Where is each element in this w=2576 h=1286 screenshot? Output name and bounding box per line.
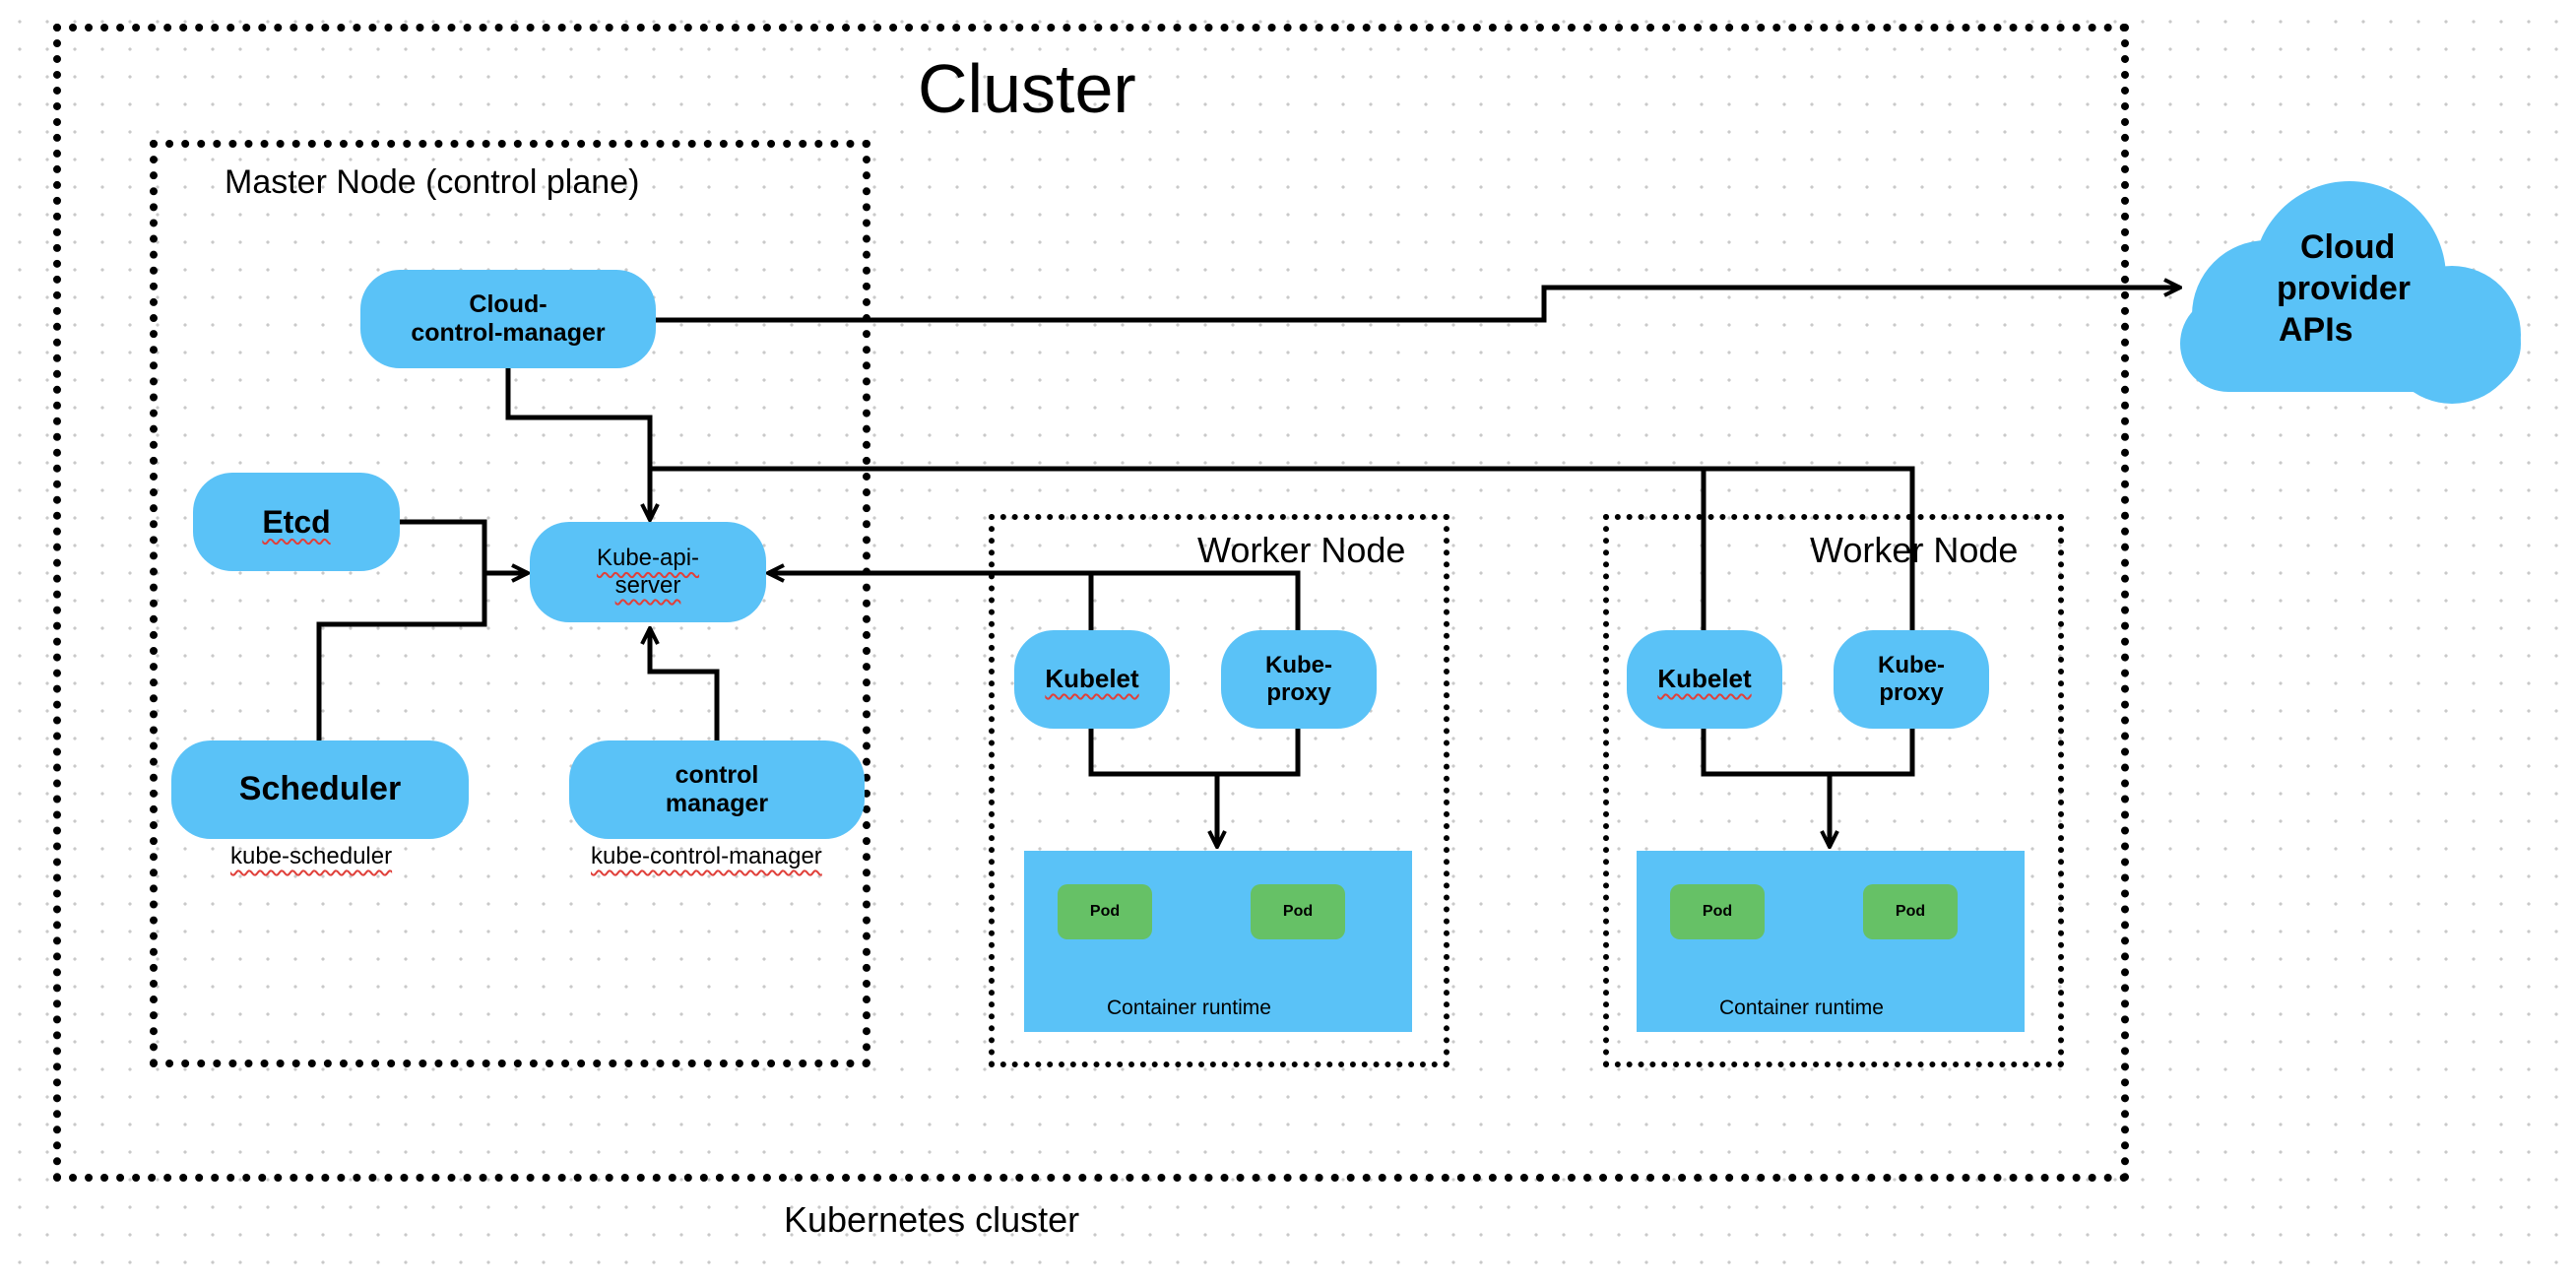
kube-proxy-1: Kube-proxy xyxy=(1221,630,1377,729)
line-cm-to-api xyxy=(650,628,720,740)
scheduler-caption: kube-scheduler xyxy=(230,843,393,869)
worker-node-boundary-2 xyxy=(1603,514,2064,1067)
container-runtime-label-1: Container runtime xyxy=(1107,997,1271,1019)
pod-2-1: Pod xyxy=(1670,884,1765,939)
line-scheduler-to-api xyxy=(316,573,487,740)
line-etcd-to-api xyxy=(400,519,528,573)
pod-2-2: Pod xyxy=(1863,884,1958,939)
control-manager-caption: kube-control-manager xyxy=(591,843,822,869)
container-runtime-1 xyxy=(1024,851,1412,1032)
line-worker1-to-runtime xyxy=(1088,729,1301,777)
kubelet-2: Kubelet xyxy=(1627,630,1782,729)
line-worker2-to-runtime xyxy=(1701,729,1915,777)
pod-1-2: Pod xyxy=(1251,884,1345,939)
pod-1-1: Pod xyxy=(1058,884,1152,939)
worker-node-title-1: Worker Node xyxy=(1197,530,1406,570)
kubelet-1: Kubelet xyxy=(1014,630,1170,729)
line-worker2-bus xyxy=(650,466,1915,630)
cloud-control-manager: Cloud-control-manager xyxy=(360,270,656,368)
worker-node-boundary-1 xyxy=(989,514,1449,1067)
line-ccm-to-cloud xyxy=(656,288,2180,323)
scheduler: Scheduler xyxy=(171,740,469,839)
container-runtime-label-2: Container runtime xyxy=(1719,997,1884,1019)
kube-api-server: Kube-api-server xyxy=(530,522,766,622)
cluster-title: Cluster xyxy=(918,50,1136,127)
cluster-boundary xyxy=(53,24,2129,1182)
cloud-provider-label: Cloud provider APIs xyxy=(2277,228,2412,349)
kube-proxy-2: Kube-proxy xyxy=(1834,630,1989,729)
master-node-boundary xyxy=(150,140,870,1067)
etcd: Etcd xyxy=(193,473,400,571)
line-worker1-to-api xyxy=(768,573,1301,630)
master-node-title: Master Node (control plane) xyxy=(225,163,640,201)
cluster-footer-label: Kubernetes cluster xyxy=(784,1199,1080,1240)
container-runtime-2 xyxy=(1637,851,2025,1032)
